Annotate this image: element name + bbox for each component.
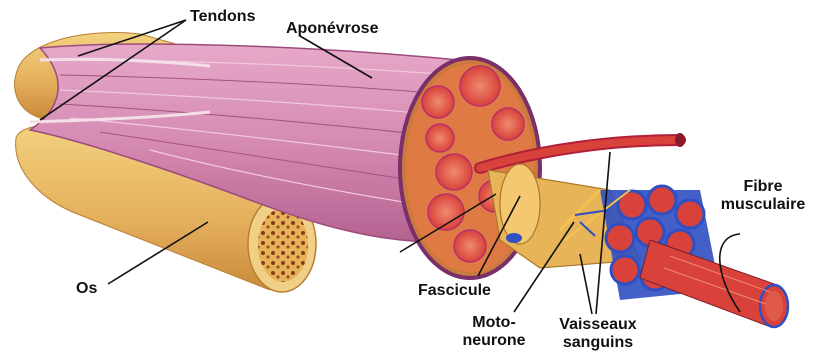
label-vaisseaux-line2: sanguins — [548, 334, 648, 352]
label-vaisseaux-sanguins: Vaisseaux sanguins — [548, 316, 648, 352]
label-fibre-line2: musculaire — [718, 196, 808, 214]
label-fibre-musculaire: Fibre musculaire — [718, 178, 808, 214]
label-fascicule: Fascicule — [418, 282, 491, 300]
label-motoneurone: Moto- neurone — [454, 314, 534, 350]
label-aponevrose: Aponévrose — [286, 20, 378, 38]
muscle-fiber — [640, 240, 788, 327]
label-vaisseaux-line1: Vaisseaux — [548, 316, 648, 334]
label-tendons: Tendons — [190, 8, 255, 26]
label-moto-line1: Moto- — [454, 314, 534, 332]
label-moto-line2: neurone — [454, 332, 534, 350]
label-fibre-line1: Fibre — [718, 178, 808, 196]
label-os: Os — [76, 280, 97, 298]
